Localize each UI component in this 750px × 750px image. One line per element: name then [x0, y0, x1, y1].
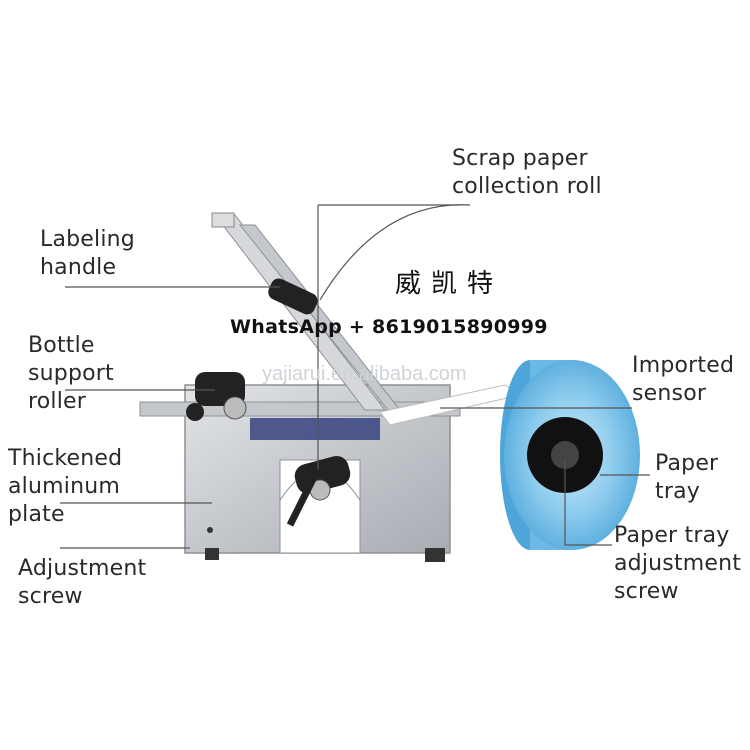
label-line: Paper	[655, 451, 719, 476]
label-line: collection roll	[452, 174, 602, 199]
label-line: Thickened	[8, 446, 123, 471]
website-watermark: yajiarui.en.alibaba.com	[262, 363, 467, 385]
label-line: sensor	[632, 381, 707, 406]
label-sensor: Imported sensor	[632, 352, 734, 408]
label-scrap-roll: Scrap paper collection roll	[452, 145, 602, 201]
label-line: Scrap paper	[452, 146, 588, 171]
label-line: Bottle	[28, 333, 95, 358]
support-rollers	[186, 372, 351, 527]
label-adjustment-screw: Adjustment screw	[18, 555, 146, 611]
brand-chinese: 威凯特	[395, 269, 504, 299]
label-plate: Thickened aluminum plate	[8, 445, 122, 529]
label-line: Labeling	[40, 227, 135, 252]
label-roller: Bottle support roller	[28, 332, 114, 416]
label-handle: Labeling handle	[40, 226, 135, 282]
label-line: screw	[614, 579, 679, 604]
label-line: adjustment	[614, 551, 742, 576]
label-line: screw	[18, 584, 83, 609]
label-tray: Paper tray	[655, 450, 718, 506]
label-line: Imported	[632, 353, 735, 378]
label-line: aluminum	[8, 474, 120, 499]
callout-lines	[60, 204, 650, 549]
label-line: roller	[28, 389, 87, 414]
label-line: plate	[8, 502, 65, 527]
label-line: support	[28, 361, 114, 386]
whatsapp-contact: WhatsApp + 8619015890999	[230, 316, 548, 338]
label-tray-adjustment: Paper tray adjustment screw	[614, 522, 741, 606]
label-line: handle	[40, 255, 117, 280]
label-line: tray	[655, 479, 700, 504]
label-line: Adjustment	[18, 556, 147, 581]
label-line: Paper tray	[614, 523, 730, 548]
